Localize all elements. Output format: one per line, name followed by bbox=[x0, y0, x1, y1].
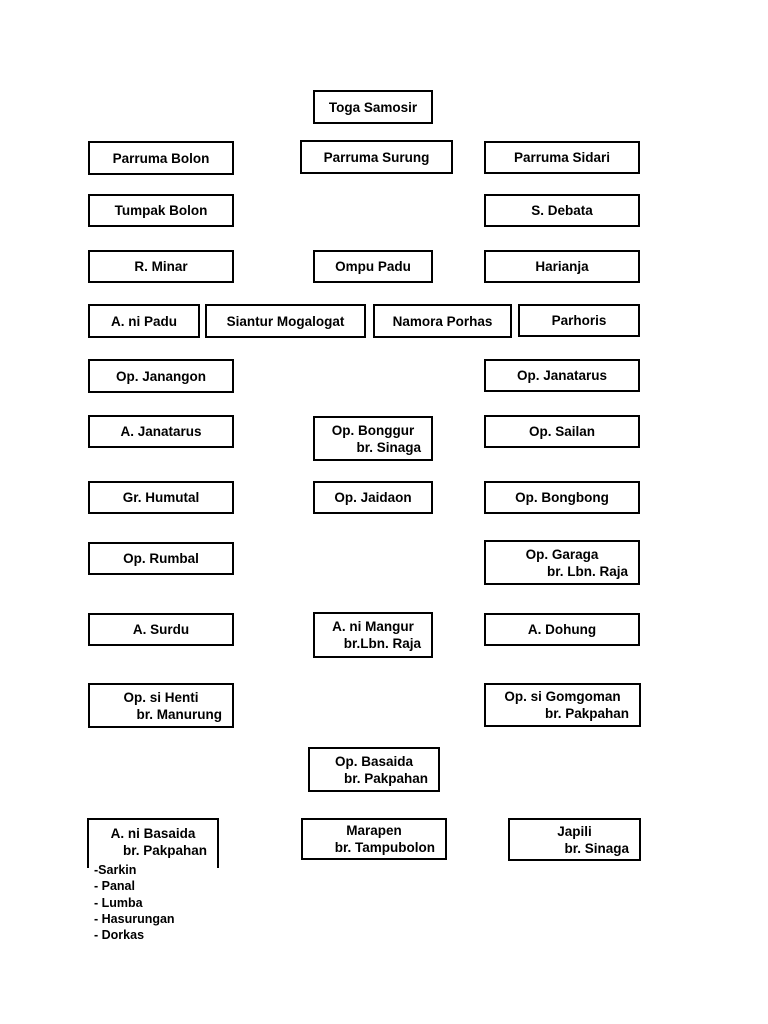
tree-box-marapen: Marapen br. Tampubolon bbox=[301, 818, 447, 860]
person-name: A. Surdu bbox=[132, 622, 190, 637]
tree-box-op-bonggur: Op. Bonggur br. Sinaga bbox=[313, 416, 433, 461]
person-name: A. ni Padu bbox=[110, 313, 177, 329]
person-name: Parruma Surung bbox=[323, 149, 430, 165]
person-name: Gr. Humutal bbox=[122, 490, 200, 505]
person-name: Op. Janatarus bbox=[516, 368, 608, 383]
tree-box-parruma-surung: Parruma Surung bbox=[300, 140, 453, 174]
person-name: Marapen bbox=[346, 823, 402, 838]
person-name: Op. Jaidaon bbox=[334, 490, 412, 505]
tree-box-a-janatarus: A. Janatarus bbox=[88, 415, 234, 448]
person-name: Tumpak Bolon bbox=[114, 203, 208, 218]
person-name: Op. si Henti bbox=[123, 689, 199, 705]
tree-box-op-sailan: Op. Sailan bbox=[484, 415, 640, 448]
tree-box-a-ni-basaida: A. ni Basaida br. Pakpahan bbox=[87, 818, 219, 868]
spouse-name: br. Lbn. Raja bbox=[546, 563, 628, 579]
person-name: S. Debata bbox=[531, 203, 593, 218]
child-list-item: - Panal bbox=[94, 879, 135, 894]
person-name: A. Janatarus bbox=[120, 424, 202, 439]
person-name: Op. si Gomgoman bbox=[504, 689, 621, 704]
tree-box-gr-humutal: Gr. Humutal bbox=[88, 481, 234, 514]
spouse-name: br. Sinaga bbox=[356, 439, 421, 455]
tree-box-op-basaida: Op. Basaida br. Pakpahan bbox=[308, 747, 440, 792]
tree-box-tumpak-bolon: Tumpak Bolon bbox=[88, 194, 234, 227]
tree-box-op-si-gomgoman: Op. si Gomgoman br. Pakpahan bbox=[484, 683, 641, 727]
person-name: Op. Rumbal bbox=[123, 551, 199, 566]
person-name: Op. Janangon bbox=[115, 368, 206, 384]
person-name: Op. Basaida bbox=[334, 753, 414, 769]
person-name: Parruma Sidari bbox=[513, 150, 611, 165]
person-name: A. Dohung bbox=[527, 622, 597, 637]
spouse-name: br. Manurung bbox=[136, 706, 223, 722]
tree-box-ompu-padu: Ompu Padu bbox=[313, 250, 433, 283]
tree-box-op-janatarus: Op. Janatarus bbox=[484, 359, 640, 392]
tree-box-op-rumbal: Op. Rumbal bbox=[88, 542, 234, 575]
person-name: Harianja bbox=[535, 259, 589, 274]
person-name: Siantur Mogalogat bbox=[226, 313, 345, 329]
spouse-name: br. Tampubolon bbox=[334, 840, 435, 855]
child-list-item: -Sarkin bbox=[94, 863, 137, 877]
spouse-name: br. Pakpahan bbox=[544, 706, 629, 721]
tree-box-parruma-bolon: Parruma Bolon bbox=[88, 141, 234, 175]
tree-box-op-janangon: Op. Janangon bbox=[88, 359, 234, 393]
tree-box-parruma-sidari: Parruma Sidari bbox=[484, 141, 640, 174]
tree-box-r-minar: R. Minar bbox=[88, 250, 234, 283]
children-list: -Sarkin - Panal - Lumba - Hasurungan - D… bbox=[94, 862, 175, 943]
tree-box-a-surdu: A. Surdu bbox=[88, 613, 234, 646]
person-name: Op. Sailan bbox=[528, 424, 596, 439]
person-name: Parhoris bbox=[551, 313, 607, 328]
person-name: Namora Porhas bbox=[392, 313, 493, 329]
tree-box-japili: Japili br. Sinaga bbox=[508, 818, 641, 861]
person-name: Op. Garaga bbox=[525, 546, 599, 562]
person-name: Japili bbox=[557, 823, 592, 839]
person-name: A. ni Basaida bbox=[110, 826, 196, 841]
tree-box-op-si-henti: Op. si Henti br. Manurung bbox=[88, 683, 234, 728]
tree-box-op-garaga: Op. Garaga br. Lbn. Raja bbox=[484, 540, 640, 585]
tree-box-a-dohung: A. Dohung bbox=[484, 613, 640, 646]
tree-box-op-bongbong: Op. Bongbong bbox=[484, 481, 640, 514]
person-name: Op. Bonggur bbox=[331, 422, 415, 438]
tree-box-namora-porhas: Namora Porhas bbox=[373, 304, 512, 338]
spouse-name: br. Pakpahan bbox=[122, 843, 207, 858]
person-name: Parruma Bolon bbox=[112, 150, 210, 166]
spouse-name: br.Lbn. Raja bbox=[343, 636, 421, 651]
tree-box-a-ni-mangur: A. ni Mangur br.Lbn. Raja bbox=[313, 612, 433, 658]
person-name: R. Minar bbox=[134, 259, 188, 274]
tree-box-op-jaidaon: Op. Jaidaon bbox=[313, 481, 433, 514]
tree-box-parhoris: Parhoris bbox=[518, 304, 640, 337]
spouse-name: br. Sinaga bbox=[564, 840, 629, 856]
child-list-item: - Dorkas bbox=[94, 928, 145, 943]
tree-box-harianja: Harianja bbox=[484, 250, 640, 283]
child-list-item: - Lumba bbox=[94, 895, 143, 910]
tree-box-a-ni-padu: A. ni Padu bbox=[88, 304, 200, 338]
child-list-item: - Hasurungan bbox=[94, 911, 175, 926]
person-name: A. ni Mangur bbox=[332, 619, 414, 634]
person-name: Op. Bongbong bbox=[515, 490, 609, 505]
tree-box-siantur-mogalogat: Siantur Mogalogat bbox=[205, 304, 366, 338]
tree-box-s-debata: S. Debata bbox=[484, 194, 640, 227]
spouse-name: br. Pakpahan bbox=[343, 770, 428, 786]
person-name: Ompu Padu bbox=[335, 259, 411, 274]
tree-box-toga-samosir: Toga Samosir bbox=[313, 90, 433, 124]
person-name: Toga Samosir bbox=[328, 99, 418, 115]
